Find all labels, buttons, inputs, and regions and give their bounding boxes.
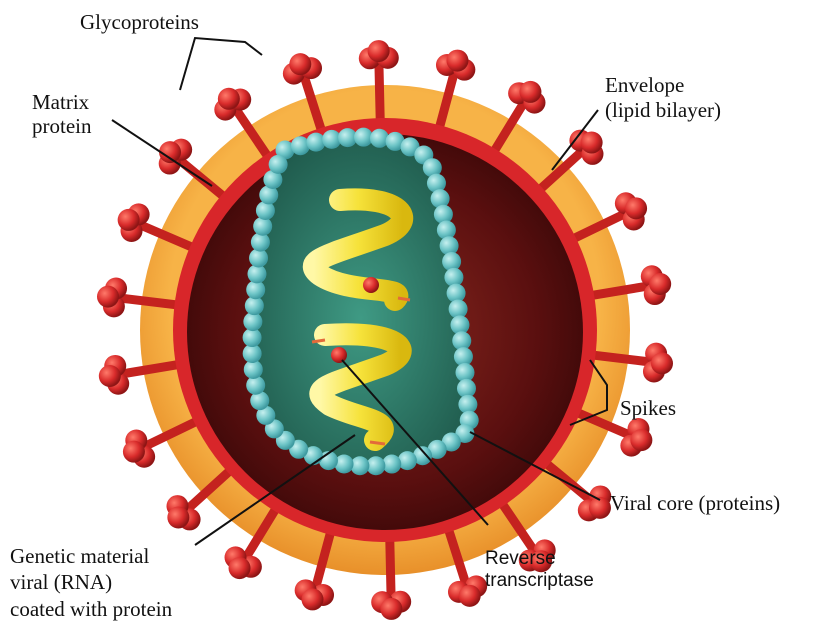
glycoproteins-label: Glycoproteins <box>80 10 199 34</box>
genetic-material-label-line1: Genetic material <box>10 544 149 568</box>
matrix-protein-label-line1: Matrix <box>32 90 89 114</box>
envelope-label-line2: (lipid bilayer) <box>605 98 721 122</box>
envelope-label-line1: Envelope <box>605 73 684 97</box>
reverse-transcriptase-enzyme <box>363 277 379 293</box>
core-protein-bead <box>335 455 354 474</box>
core-protein-bead <box>269 155 288 174</box>
reverse-transcriptase-label-line1: Reverse <box>485 548 556 570</box>
matrix-protein-leader <box>112 120 212 186</box>
matrix-protein-label-line2: protein <box>32 114 91 138</box>
rna-tail <box>398 298 410 300</box>
reverse-transcriptase-enzyme <box>331 347 347 363</box>
genetic-material-label-line2: viral (RNA) <box>10 570 112 594</box>
core-protein-bead <box>434 205 453 224</box>
glycoproteins-leader <box>180 38 262 90</box>
rna-tail <box>312 340 325 342</box>
core-protein-bead <box>370 129 389 148</box>
core-protein-bead <box>256 201 275 220</box>
viral-core-label: Viral core (proteins) <box>610 491 780 515</box>
rna-tail <box>370 442 385 444</box>
spikes-label: Spikes <box>620 396 676 420</box>
core-protein-bead <box>431 189 450 208</box>
genetic-material-label-line3: coated with protein <box>10 597 172 621</box>
core-protein-bead <box>398 451 417 470</box>
reverse-transcriptase-label-line2: transcriptase <box>485 570 594 592</box>
